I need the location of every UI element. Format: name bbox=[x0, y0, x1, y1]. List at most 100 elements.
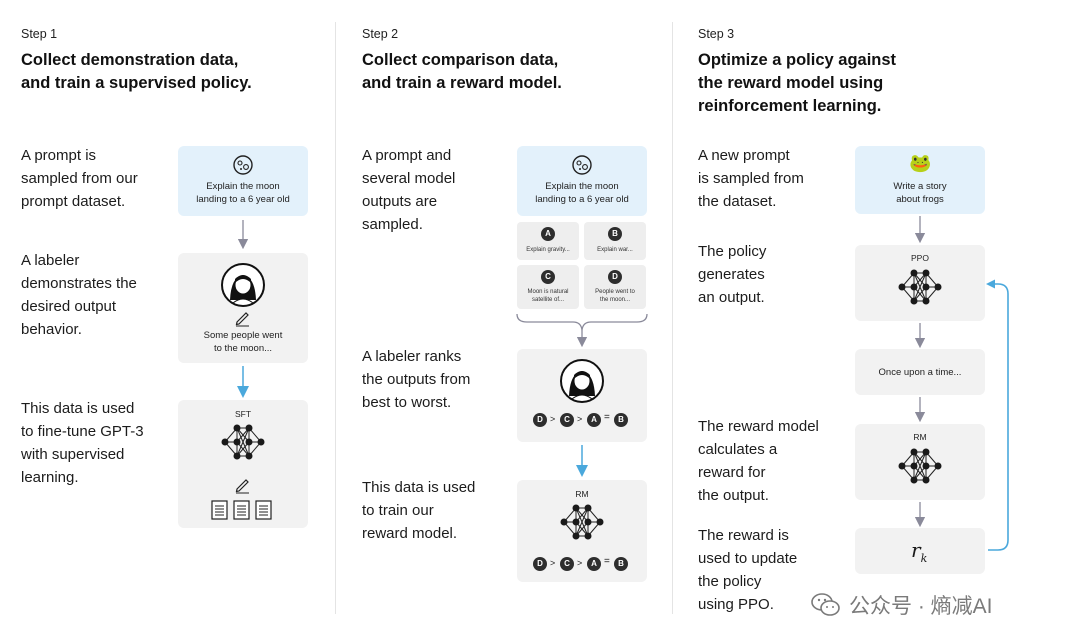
ranking-row: D > C > A = B bbox=[517, 412, 647, 427]
pencil-icon bbox=[235, 479, 250, 494]
prompt-line: Explain the moon bbox=[206, 181, 280, 192]
output-letter: D bbox=[608, 270, 622, 284]
desc-line: the output. bbox=[698, 487, 769, 504]
sft-label: SFT bbox=[234, 409, 252, 419]
step1-desc-prompt: A prompt is sampled from our prompt data… bbox=[21, 144, 138, 213]
step3-policy-box: PPO bbox=[855, 245, 985, 321]
prompt-line: landing to a 6 year old bbox=[196, 194, 290, 205]
rm-label: RM bbox=[913, 432, 927, 442]
step2-labeler-box: D > C > A = B bbox=[517, 349, 647, 442]
step2-desc-sample: A prompt and several model outputs are s… bbox=[362, 144, 455, 236]
desc-line: sampled. bbox=[362, 216, 423, 233]
step3-label: Step 3 bbox=[698, 27, 735, 41]
arrow-down bbox=[914, 397, 926, 423]
ranking-row: D > C > A = B bbox=[517, 556, 647, 571]
desc-line: reward model. bbox=[362, 525, 458, 542]
output-letter: C bbox=[541, 270, 555, 284]
rank-badge: C bbox=[560, 557, 574, 571]
step2-desc-train: This data is used to train our reward mo… bbox=[362, 476, 475, 545]
prompt-line: about frogs bbox=[896, 194, 944, 205]
step1-label: Step 1 bbox=[21, 27, 58, 41]
desc-line: A prompt and bbox=[362, 147, 452, 164]
output-card-a: A Explain gravity... bbox=[517, 222, 579, 260]
step3-desc-policy: The policy generates an output. bbox=[698, 240, 766, 309]
step3-desc-prompt: A new prompt is sampled from the dataset… bbox=[698, 144, 804, 213]
output-line: the moon... bbox=[599, 297, 631, 303]
desc-line: behavior. bbox=[21, 321, 82, 338]
desc-line: A labeler bbox=[21, 252, 80, 269]
step2-label: Step 2 bbox=[362, 27, 399, 41]
desc-line: several model bbox=[362, 170, 456, 187]
prompt-line: Write a story bbox=[893, 181, 947, 192]
neural-network-icon bbox=[221, 424, 265, 460]
step3-heading-line: Optimize a policy against bbox=[698, 51, 897, 69]
desc-line: calculates a bbox=[698, 441, 778, 458]
output-line: People went to bbox=[595, 289, 635, 295]
reward-symbol: rk bbox=[911, 538, 927, 565]
output-text: Explain war... bbox=[597, 247, 633, 253]
prompt-line: landing to a 6 year old bbox=[535, 194, 629, 205]
feedback-loop-arrow bbox=[986, 279, 1009, 551]
step3-desc-update: The reward is used to update the policy … bbox=[698, 524, 797, 616]
step2-heading: Collect comparison data, and train a rew… bbox=[362, 49, 562, 95]
rank-badge: C bbox=[560, 413, 574, 427]
wechat-icon bbox=[811, 593, 840, 616]
rank-badge: D bbox=[533, 557, 547, 571]
labeler-avatar-icon bbox=[560, 359, 604, 403]
step3-heading-line: reinforcement learning. bbox=[698, 97, 882, 115]
neural-network-icon bbox=[560, 504, 604, 540]
desc-line: demonstrates the bbox=[21, 275, 137, 292]
output-line: Moon is natural bbox=[527, 289, 569, 295]
step3-reward-box: rk bbox=[855, 528, 985, 574]
desc-line: reward for bbox=[698, 464, 766, 481]
step1-labeler-box: Some people went to the moon... bbox=[178, 253, 308, 363]
rank-badge: A bbox=[587, 557, 601, 571]
desc-line: the dataset. bbox=[698, 193, 777, 210]
desc-line: A new prompt bbox=[698, 147, 790, 164]
pencil-icon bbox=[235, 312, 250, 327]
brace-arrow bbox=[516, 313, 648, 348]
rank-gt: > bbox=[577, 414, 583, 424]
step1-sft-box: SFT bbox=[178, 400, 308, 528]
step3-heading: Optimize a policy against the reward mod… bbox=[698, 49, 896, 118]
desc-line: best to worst. bbox=[362, 394, 452, 411]
desc-line: learning. bbox=[21, 469, 79, 486]
arrow-down bbox=[914, 502, 926, 528]
rank-eq: = bbox=[604, 556, 610, 567]
rank-gt: > bbox=[550, 414, 556, 424]
step1-desc-finetune: This data is used to fine-tune GPT-3 wit… bbox=[21, 397, 144, 489]
desc-line: prompt dataset. bbox=[21, 193, 126, 210]
step1-desc-labeler: A labeler demonstrates the desired outpu… bbox=[21, 249, 137, 341]
rank-eq: = bbox=[604, 412, 610, 423]
step3-prompt-box: 🐸 Write a story about frogs bbox=[855, 146, 985, 214]
divider bbox=[672, 22, 673, 614]
output-card-c: C Moon is natural satellite of... bbox=[517, 265, 579, 309]
step2-desc-rank: A labeler ranks the outputs from best to… bbox=[362, 345, 470, 414]
step3-rm-box: RM bbox=[855, 424, 985, 500]
prompt-text: Explain the moon landing to a 6 year old bbox=[517, 180, 647, 206]
rank-badge: B bbox=[614, 413, 628, 427]
desc-line: The reward is bbox=[698, 527, 789, 544]
step2-heading-line: and train a reward model. bbox=[362, 74, 562, 92]
desc-line: generates bbox=[698, 266, 765, 283]
arrow-down bbox=[914, 216, 926, 244]
rank-badge: D bbox=[533, 413, 547, 427]
desc-line: used to update bbox=[698, 550, 798, 567]
arrow-down-blue bbox=[576, 445, 588, 477]
output-letter: A bbox=[541, 227, 555, 241]
desc-line: The policy bbox=[698, 243, 767, 260]
desc-line: desired output bbox=[21, 298, 117, 315]
desc-line: A labeler ranks bbox=[362, 348, 462, 365]
step3-desc-reward: The reward model calculates a reward for… bbox=[698, 415, 819, 507]
output-card-d: D People went to the moon... bbox=[584, 265, 646, 309]
desc-line: The reward model bbox=[698, 418, 819, 435]
desc-line: using PPO. bbox=[698, 596, 774, 613]
arrow-down bbox=[237, 220, 249, 250]
frog-icon: 🐸 bbox=[909, 153, 932, 173]
rank-badge: A bbox=[587, 413, 601, 427]
desc-line: is sampled from bbox=[698, 170, 804, 187]
output-text: Once upon a time... bbox=[878, 367, 962, 378]
rank-badge: B bbox=[614, 557, 628, 571]
step1-heading: Collect demonstration data, and train a … bbox=[21, 49, 252, 95]
output-line: satellite of... bbox=[531, 297, 564, 303]
